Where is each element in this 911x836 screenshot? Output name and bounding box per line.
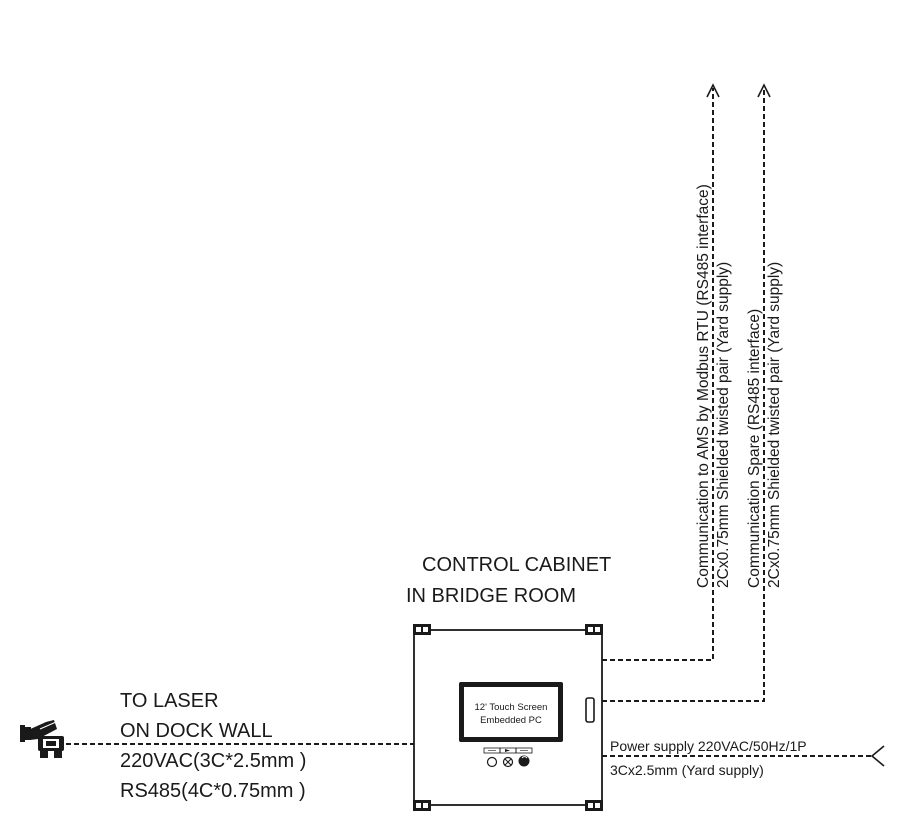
indicator-lamp-icon — [486, 756, 498, 768]
laser-power-spec: 220VAC(3C*2.5mm ) — [120, 750, 306, 772]
laser-label-line2: ON DOCK WALL — [120, 720, 273, 742]
power-supply-arrow-icon — [870, 745, 885, 767]
comm-spare-label: Communication Spare (RS485 interface) — [746, 309, 763, 588]
control-button-icons — [486, 755, 530, 768]
mounting-bracket-icon — [585, 800, 603, 811]
laser-rs485-spec: RS485(4C*0.75mm ) — [120, 780, 306, 802]
comm-spare-arrow-icon — [757, 83, 771, 98]
button-label-strip — [483, 747, 533, 754]
laser-camera-icon — [20, 720, 64, 758]
comm-ams-line — [602, 88, 714, 661]
mounting-bracket-icon — [413, 624, 431, 635]
laser-label-line1: TO LASER — [120, 690, 219, 712]
mounting-bracket-icon — [585, 624, 603, 635]
door-lock-icon — [585, 697, 595, 723]
screen-label-line2: Embedded PC — [480, 715, 542, 726]
screen-label-line1: 12' Touch Screen — [475, 702, 548, 713]
mounting-bracket-icon — [413, 800, 431, 811]
comm-ams-arrow-icon — [706, 83, 720, 98]
cabinet-title-line2: IN BRIDGE ROOM — [406, 585, 576, 607]
comm-spare-line — [602, 88, 765, 702]
emergency-stop-button-icon — [518, 755, 530, 767]
cabinet-title-line1: CONTROL CABINET — [422, 554, 611, 576]
stop-button-icon — [502, 756, 514, 768]
comm-spare-cable: 2Cx0.75mm Shielded twisted pair (Yard su… — [766, 262, 783, 588]
comm-ams-cable: 2Cx0.75mm Shielded twisted pair (Yard su… — [715, 262, 732, 588]
power-supply-label: Power supply 220VAC/50Hz/1P — [610, 738, 807, 754]
comm-ams-label: Communication to AMS by Modbus RTU (RS48… — [695, 184, 712, 588]
power-supply-cable: 3Cx2.5mm (Yard supply) — [610, 762, 764, 778]
touch-screen-panel: 12' Touch Screen Embedded PC — [459, 682, 563, 742]
control-cabinet: 12' Touch Screen Embedded PC — [413, 624, 603, 811]
